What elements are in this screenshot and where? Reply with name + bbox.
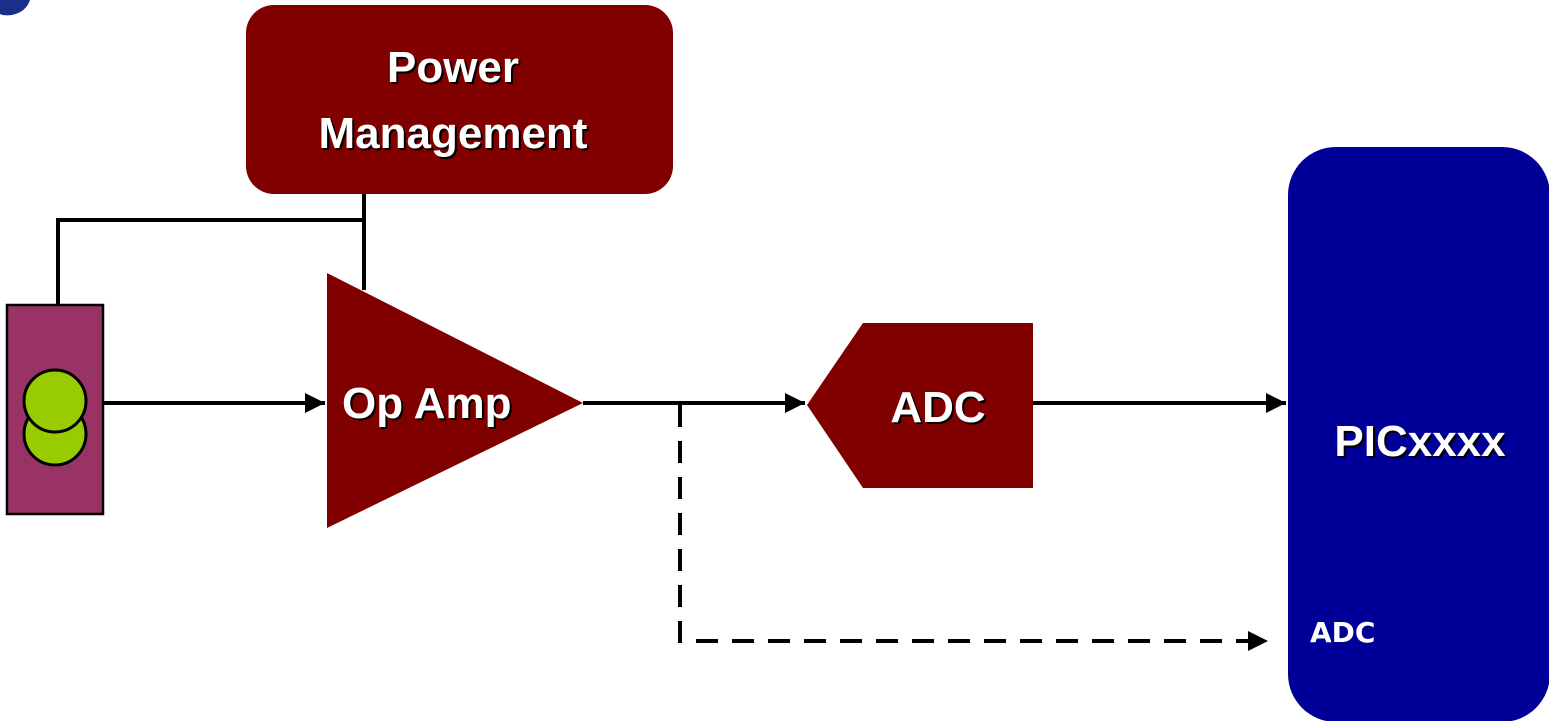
adc-label-shadow: ADC <box>892 385 987 434</box>
power-management-label-line2-shadow: Management <box>321 111 590 160</box>
power-management-box <box>246 5 673 194</box>
sensor <box>5 303 105 516</box>
adc-label: ADC <box>890 383 985 432</box>
power-management-label-line1: Power <box>387 43 519 92</box>
pic-label-shadow: PICxxxx <box>1336 419 1508 468</box>
power-management-label-line2: Management <box>319 109 588 158</box>
pic-microcontroller-block: PICxxxx PICxxxx ADC <box>1288 147 1549 721</box>
adc-shape <box>807 323 1033 488</box>
dashed-wire-to-internal-adc <box>678 405 1268 651</box>
logo-fragment <box>0 0 30 16</box>
op-amp-label: Op Amp <box>342 379 511 428</box>
power-management-label-line1-shadow: Power <box>389 45 521 94</box>
pic-box <box>1288 147 1549 721</box>
power-management-block: Power Power Management Management <box>246 5 673 194</box>
pic-label: PICxxxx <box>1334 417 1506 466</box>
pic-internal-adc-label: ADC <box>1310 616 1375 649</box>
adc-block: ADC ADC <box>807 323 1033 488</box>
sensor-element-upper <box>22 368 88 434</box>
power-wire-to-sensor <box>56 218 364 305</box>
op-amp-block: Op Amp Op Amp <box>327 273 583 528</box>
op-amp-triangle <box>327 273 583 528</box>
op-amp-label-shadow: Op Amp <box>344 381 513 430</box>
